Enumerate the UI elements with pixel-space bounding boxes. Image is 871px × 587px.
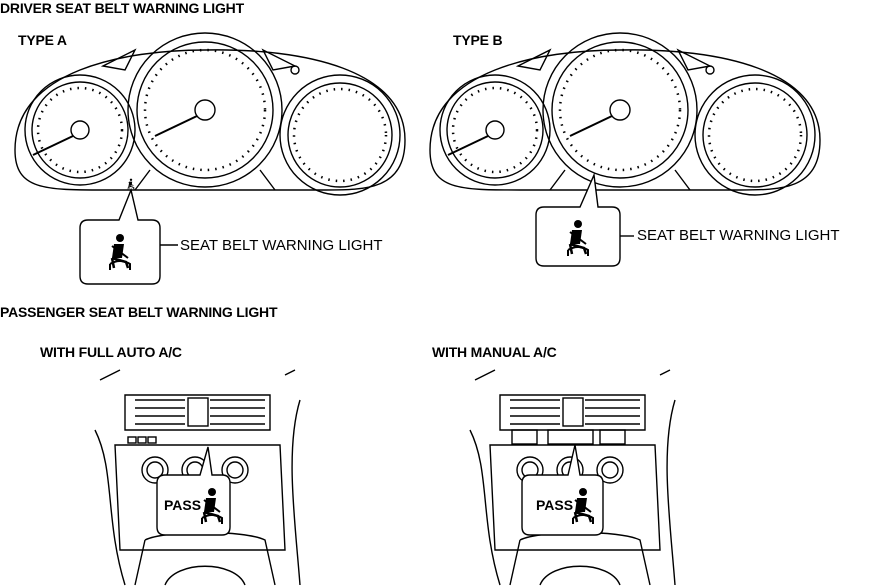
type-b-title: TYPE B xyxy=(453,32,503,48)
manual-title: WITH MANUAL A/C xyxy=(432,344,557,360)
pass-indicator-full-auto: PASS xyxy=(164,497,202,513)
driver-heading: DRIVER SEAT BELT WARNING LIGHT xyxy=(0,0,244,16)
full-auto-title: WITH FULL AUTO A/C xyxy=(40,344,182,360)
type-a-title: TYPE A xyxy=(18,32,67,48)
instrument-cluster-type-b xyxy=(428,31,822,197)
instrument-cluster-type-a xyxy=(13,31,407,197)
type-a-callout-label: SEAT BELT WARNING LIGHT xyxy=(180,237,383,254)
type-b-callout-label: SEAT BELT WARNING LIGHT xyxy=(637,227,840,244)
passenger-heading: PASSENGER SEAT BELT WARNING LIGHT xyxy=(0,304,278,320)
pass-indicator-manual: PASS xyxy=(536,497,574,513)
